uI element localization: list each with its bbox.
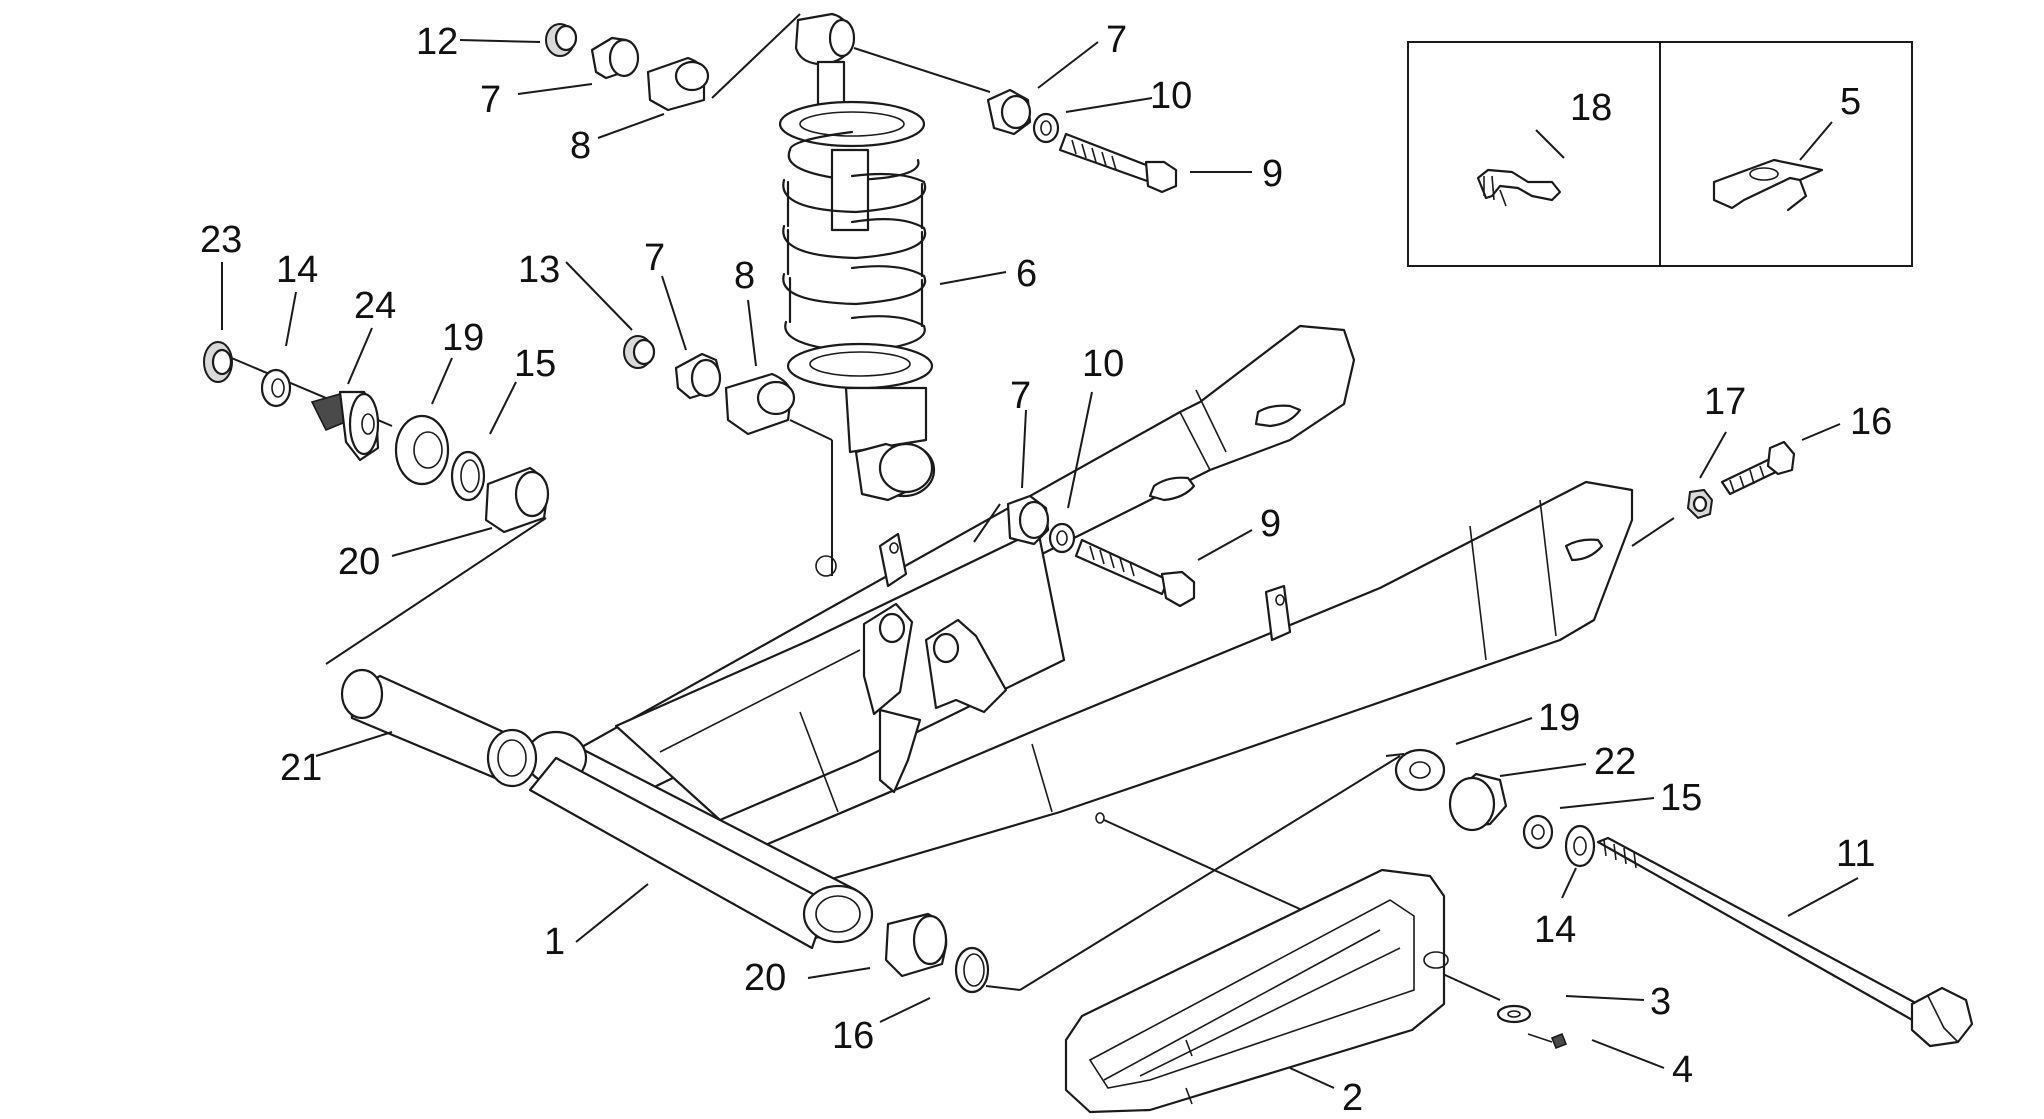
callout-16: 16 <box>1850 401 1892 443</box>
callout-14: 15 <box>1660 777 1702 819</box>
callout-3: 3 <box>1650 981 1671 1023</box>
callout-14: 14 <box>276 249 318 291</box>
callout-19: 19 <box>442 317 484 359</box>
lower-bolt-set <box>973 494 1196 608</box>
callout-23: 23 <box>200 219 242 261</box>
callout-15: 15 <box>514 343 556 385</box>
callout-11: 13 <box>518 249 560 291</box>
right-pivot-hardware <box>1385 748 1974 1048</box>
callout-13: 14 <box>1534 909 1576 951</box>
callout-7: 7 <box>480 79 501 121</box>
callout-8: 8 <box>734 255 755 297</box>
callout-17: 17 <box>1704 381 1746 423</box>
callout-9: 9 <box>1262 153 1283 195</box>
callout-leaders <box>221 39 1859 1089</box>
callout-21: 21 <box>280 747 322 789</box>
inset-box <box>1407 41 1913 267</box>
callout-10: 10 <box>1082 343 1124 385</box>
chain-adjuster-bolt <box>1631 440 1796 547</box>
callout-4: 4 <box>1672 1049 1693 1091</box>
callout-12: 11 <box>1836 833 1875 875</box>
chain-guard <box>1064 868 1449 1114</box>
callout-1: 1 <box>544 921 565 963</box>
clip-part-18 <box>1476 168 1562 207</box>
left-pivot-hardware <box>203 341 550 665</box>
callout-8: 8 <box>570 125 591 167</box>
upper-bushing-set <box>545 13 801 112</box>
callout-22: 22 <box>1594 741 1636 783</box>
guard-fasteners <box>1496 1004 1568 1050</box>
callout-6: 6 <box>1016 253 1037 295</box>
callout-20: 20 <box>744 957 786 999</box>
bracket-part-5 <box>1712 158 1824 212</box>
mid-bushing-set <box>623 335 833 576</box>
callout-9: 9 <box>1260 503 1281 545</box>
callout-18: 18 <box>1570 87 1612 129</box>
callout-7: 7 <box>1106 19 1127 61</box>
lower-bushing-set <box>884 755 1401 994</box>
callout-20: 20 <box>338 541 380 583</box>
pivot-shaft <box>340 668 538 788</box>
callout-2: 2 <box>1342 1077 1363 1119</box>
callout-7: 7 <box>644 237 665 279</box>
callout-19: 19 <box>1538 697 1580 739</box>
callout-15: 16 <box>832 1015 874 1057</box>
callout-labels: 12 7 8 7 10 9 6 18 5 23 14 24 19 15 20 1… <box>200 19 1892 1119</box>
upper-bolt-set <box>853 47 1178 194</box>
swingarm-frame <box>524 324 1634 1001</box>
callout-7: 7 <box>1010 375 1031 417</box>
callout-5: 5 <box>1840 81 1861 123</box>
callout-11: 12 <box>416 21 458 63</box>
shock-absorber <box>778 12 936 502</box>
callout-10: 10 <box>1150 75 1192 117</box>
callout-24: 24 <box>354 285 396 327</box>
